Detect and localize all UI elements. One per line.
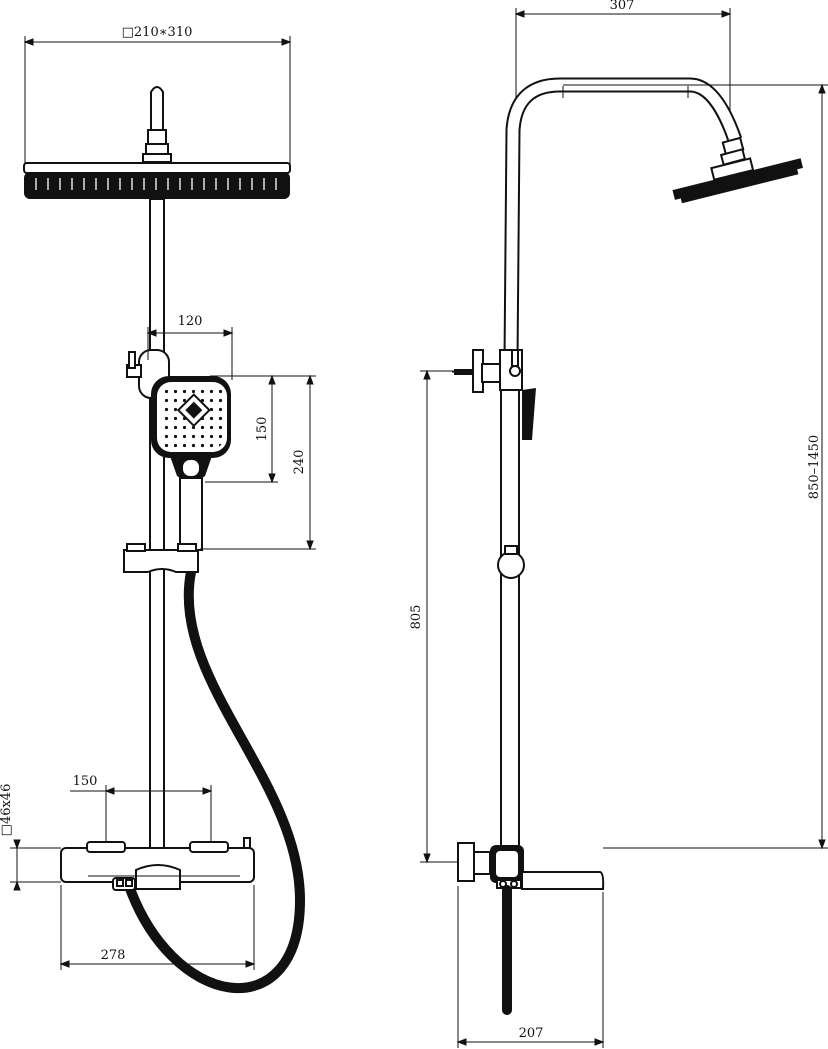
handshower-dimensions: 120 150 240 <box>146 314 316 551</box>
slide-clamp <box>123 543 199 573</box>
handshower-total-height-label: 240 <box>292 450 307 475</box>
shower-hose <box>122 571 306 994</box>
arm-reach-dimension: 307 <box>514 0 732 140</box>
front-view: □210∗310 <box>0 25 316 994</box>
hand-shower <box>151 376 231 551</box>
rain-shower-head <box>23 162 291 199</box>
valve-section-label: □46x46 <box>0 784 14 837</box>
valve-length-label: 278 <box>101 948 126 963</box>
spout-length-dimension: 207 <box>456 886 605 1048</box>
bracket-height-dimension: 805 <box>409 369 460 864</box>
valve-center-distance-label: 150 <box>73 774 98 789</box>
spout-length-label: 207 <box>519 1026 544 1041</box>
handshower-head-height-label: 150 <box>255 417 270 442</box>
riser-pipe <box>149 198 165 850</box>
arm-reach-label: 307 <box>610 0 635 13</box>
head-connector <box>142 86 172 163</box>
side-wall-bracket <box>452 349 523 393</box>
side-view: 307 <box>409 0 828 1048</box>
side-mixer-valve <box>457 842 605 1015</box>
head-size-dimension: □210∗310 <box>23 25 292 168</box>
bracket-height-label: 805 <box>409 605 424 630</box>
valve-dimensions: 150 □46x46 278 <box>0 774 256 970</box>
handshower-width-label: 120 <box>178 314 203 329</box>
side-rain-head <box>672 157 804 204</box>
side-lower-riser <box>497 388 536 851</box>
height-range-dimension: 850–1450 <box>563 83 828 850</box>
height-range-label: 850–1450 <box>807 435 822 499</box>
thermostatic-valve <box>60 837 255 891</box>
head-size-label: □210∗310 <box>122 25 193 40</box>
side-riser-arm <box>503 77 747 361</box>
